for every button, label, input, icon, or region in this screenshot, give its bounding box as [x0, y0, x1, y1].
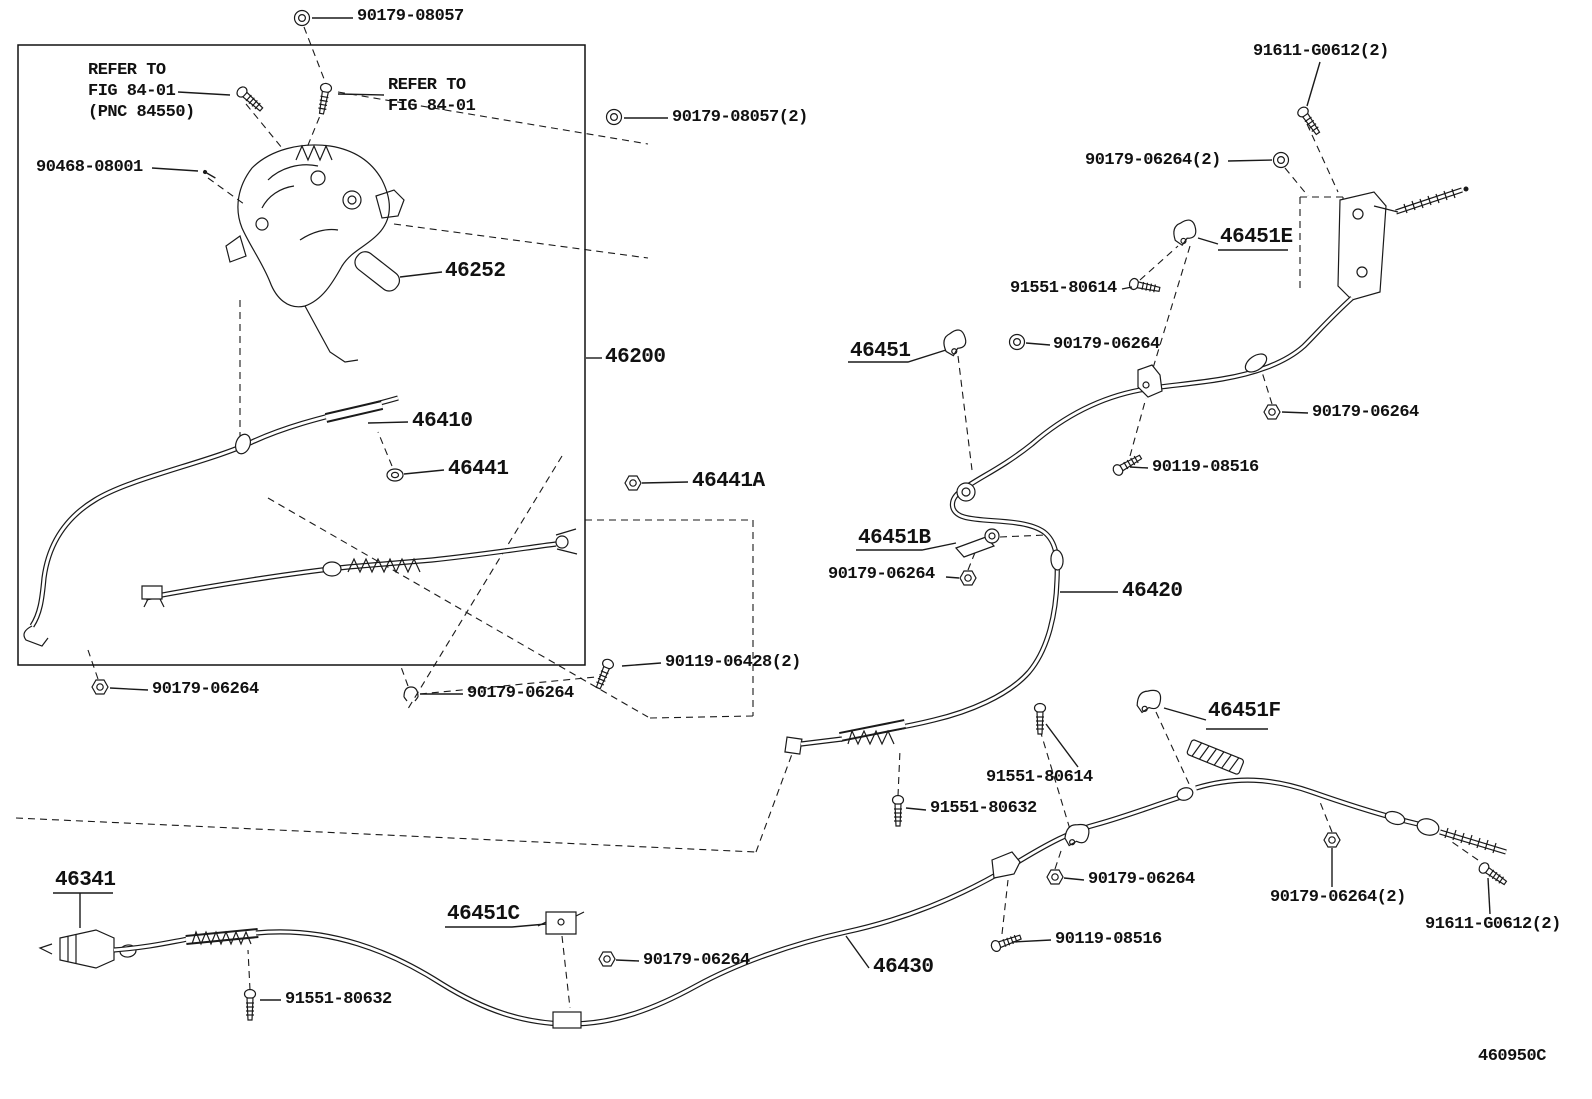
label-91611-G0612-2: 91611-G0612(2)	[1425, 915, 1561, 934]
note-refer-to: REFER TO	[388, 76, 466, 95]
bolt-icon	[592, 657, 616, 691]
label-46410: 46410	[412, 410, 473, 433]
label-90179-06264: 90179-06264	[1088, 870, 1195, 889]
bracket-46451C	[537, 911, 585, 935]
label-90179-06264: 90179-06264	[1053, 335, 1160, 354]
nut-icon-46441A	[624, 475, 642, 491]
pin-icon	[203, 170, 216, 179]
label-90179-06264: 90179-06264	[1312, 403, 1419, 422]
return-spring	[295, 144, 333, 162]
nut-icon	[293, 9, 311, 27]
clamp-icon-46451	[940, 327, 970, 358]
front-cable-upper	[23, 395, 399, 647]
label-90179-08057: 90179-08057	[357, 7, 464, 26]
label-90179-06264: 90179-06264	[828, 565, 935, 584]
label-90179-06264-2: 90179-06264(2)	[1085, 151, 1221, 170]
label-90119-06428-2: 90119-06428(2)	[665, 653, 801, 672]
assembly-detail-box	[17, 44, 586, 666]
label-46430: 46430	[873, 956, 934, 979]
guard-plate-46451F	[1186, 739, 1245, 775]
label-90179-06264-2: 90179-06264(2)	[1270, 888, 1406, 907]
nut-icon	[598, 951, 616, 967]
figure-code: 460950C	[1478, 1047, 1546, 1066]
leader-lines	[53, 17, 1491, 1001]
label-91611-G0612-2: 91611-G0612(2)	[1253, 42, 1389, 61]
bolt-icon	[1476, 860, 1510, 889]
bolt-icon	[243, 988, 257, 1021]
nut-icon	[1263, 404, 1281, 420]
bolt-icon	[315, 82, 333, 116]
label-46451B: 46451B	[858, 527, 931, 550]
label-46441: 46441	[448, 458, 509, 481]
nut-icon	[1008, 333, 1026, 351]
pin-lever-46451B	[954, 528, 1000, 558]
rear-cable-right	[1186, 739, 1507, 855]
cable-bracket	[1137, 364, 1163, 398]
equalizer-lever	[1337, 191, 1387, 301]
note-pnc-84550: (PNC 84550)	[88, 103, 195, 122]
label-46451E: 46451E	[1220, 226, 1293, 249]
bolt-icon	[1033, 702, 1047, 735]
label-46451C: 46451C	[447, 903, 520, 926]
label-91551-80632: 91551-80632	[285, 990, 392, 1009]
adjuster-coil	[347, 557, 421, 574]
label-46200: 46200	[605, 346, 666, 369]
nut-icon	[1272, 151, 1290, 169]
front-cable-lower	[141, 528, 578, 608]
intermediate-cable	[784, 186, 1469, 755]
nut-icon	[605, 108, 623, 126]
rear-cable-left	[38, 787, 1194, 1029]
clamp-icon-46451F	[1135, 687, 1163, 716]
label-90179-06264: 90179-06264	[643, 951, 750, 970]
fastener-icons	[91, 9, 1510, 1021]
bolt-icon	[1295, 104, 1324, 138]
label-90119-08516: 90119-08516	[1152, 458, 1259, 477]
label-90468-08001: 90468-08001	[36, 158, 143, 177]
nut-icon	[91, 679, 109, 695]
label-46420: 46420	[1122, 580, 1183, 603]
grommet-46341	[59, 929, 115, 969]
label-91551-80614: 91551-80614	[1010, 279, 1117, 298]
label-90179-06264: 90179-06264	[467, 684, 574, 703]
label-46252: 46252	[445, 260, 506, 283]
label-90179-08057-2: 90179-08057(2)	[672, 108, 808, 127]
bolt-icon	[891, 794, 905, 827]
note-refer-to: REFER TO	[88, 61, 166, 80]
bolt-icon	[1127, 277, 1162, 296]
pedal-pad-46252	[354, 251, 401, 292]
dashed-lines	[15, 26, 1479, 1009]
pedal-assembly-art	[225, 144, 405, 363]
washer-icon-46441	[386, 468, 404, 482]
nut-icon	[1323, 832, 1341, 848]
label-90179-06264: 90179-06264	[152, 680, 259, 699]
label-91551-80614: 91551-80614	[986, 768, 1093, 787]
label-46441A: 46441A	[692, 470, 765, 493]
nut-icon	[1046, 869, 1064, 885]
clamp-icon-46451E	[1171, 218, 1199, 247]
nut-icon	[959, 570, 977, 586]
note-fig-84-01: FIG 84-01	[388, 97, 476, 116]
label-46341: 46341	[55, 869, 116, 892]
note-fig-84-01: FIG 84-01	[88, 82, 176, 101]
clip-icon	[403, 686, 419, 702]
label-90119-08516: 90119-08516	[1055, 930, 1162, 949]
label-46451F: 46451F	[1208, 700, 1281, 723]
label-91551-80632: 91551-80632	[930, 799, 1037, 818]
bolt-icon	[1110, 451, 1144, 478]
label-46451: 46451	[850, 340, 911, 363]
